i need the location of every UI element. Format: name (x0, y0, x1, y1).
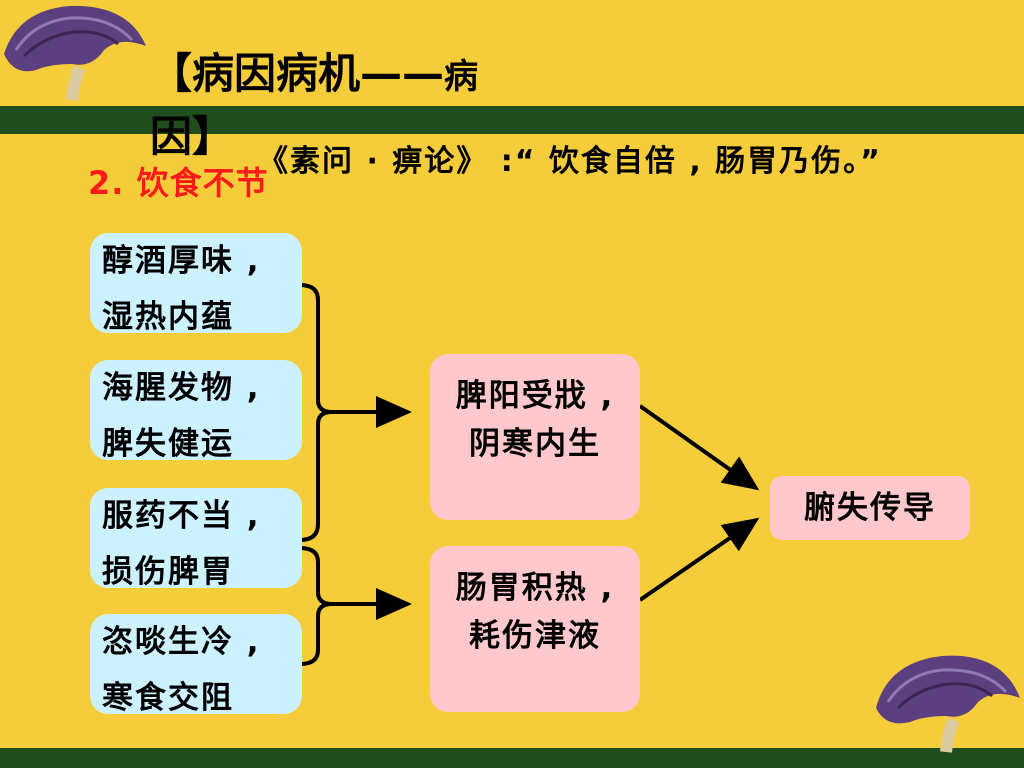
cause-text: 海腥发物 , 脾失健运 (90, 360, 302, 472)
lingzhi-mushroom-icon (872, 648, 1024, 758)
cause-box: 海腥发物 , 脾失健运 (90, 360, 302, 460)
arrow-lower-to-result (640, 520, 756, 600)
result-text: 腑失传导 (770, 476, 970, 540)
cause-text: 服药不当 , 损伤脾胃 (90, 488, 302, 600)
cause-box: 醇酒厚味 , 湿热内蕴 (90, 233, 302, 333)
brace-upper (300, 285, 408, 412)
brace-lower (300, 548, 408, 604)
result-box: 腑失传导 (770, 476, 970, 540)
mechanism-text: 脾阳受戕 , 阴寒内生 (430, 354, 640, 468)
mechanism-box: 肠胃积热 , 耗伤津液 (430, 546, 640, 712)
cause-text: 醇酒厚味 , 湿热内蕴 (90, 233, 302, 345)
arrow-upper-to-result (640, 406, 756, 488)
mechanism-box: 脾阳受戕 , 阴寒内生 (430, 354, 640, 520)
cause-box: 恣啖生冷 , 寒食交阻 (90, 614, 302, 714)
cause-box: 服药不当 , 损伤脾胃 (90, 488, 302, 588)
mechanism-text: 肠胃积热 , 耗伤津液 (430, 546, 640, 660)
cause-text: 恣啖生冷 , 寒食交阻 (90, 614, 302, 726)
